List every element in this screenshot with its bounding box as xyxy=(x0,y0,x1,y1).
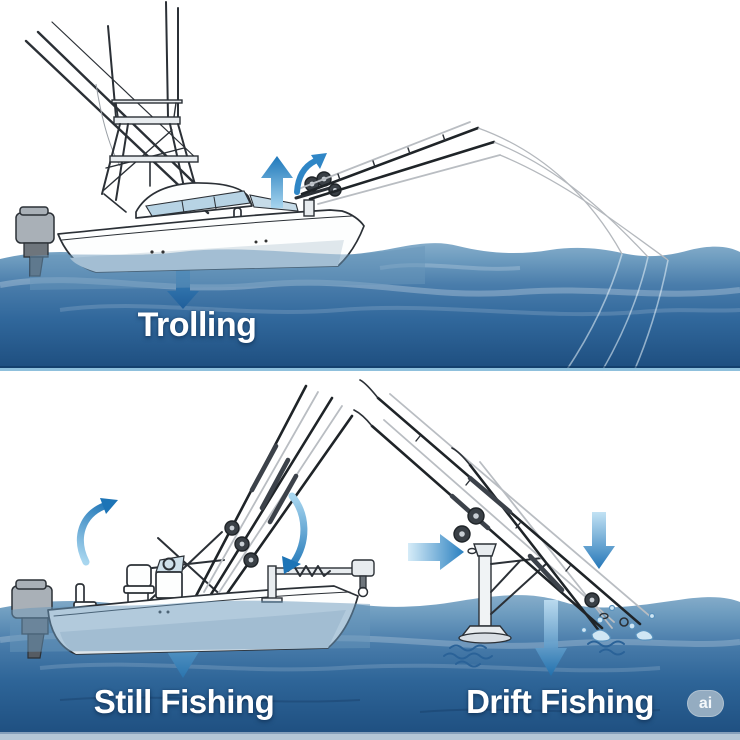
label-still-fishing: Still Fishing xyxy=(93,683,275,720)
trolling-rods xyxy=(295,121,501,205)
water-splashes xyxy=(443,604,656,668)
panel-divider-light xyxy=(0,368,740,371)
outboard-motor xyxy=(15,206,55,277)
right-arrow xyxy=(408,534,464,570)
curved-cw-arrow xyxy=(282,492,308,574)
bottom-panel xyxy=(0,379,740,740)
curved-up-right-arrow xyxy=(294,153,327,195)
rod-stand xyxy=(458,543,547,644)
waterline-overlay xyxy=(10,600,370,652)
curved-ccw-arrow xyxy=(76,498,118,566)
leaning-post-seat xyxy=(123,564,155,607)
trolling-boat xyxy=(15,1,669,277)
panel-divider-dark xyxy=(0,366,740,368)
still-fishing-rods xyxy=(194,384,354,600)
waterline-overlay xyxy=(30,246,425,290)
underwater-fishing-lines xyxy=(565,253,669,372)
label-trolling: Trolling xyxy=(137,306,257,344)
trolling-panel xyxy=(0,1,740,372)
water-shadow-wave xyxy=(59,696,661,713)
bow-trolling-motor xyxy=(261,559,375,603)
center-console xyxy=(155,555,185,599)
label-drift-fishing: Drift Fishing xyxy=(466,683,654,720)
ai-watermark-badge: ai xyxy=(687,690,724,717)
steering-wheel xyxy=(162,557,176,571)
up-arrow xyxy=(261,156,293,208)
bottom-edge-strip xyxy=(0,734,740,740)
drift-fishing-group xyxy=(353,379,656,676)
drift-rods xyxy=(353,379,653,634)
water-highlight-wave xyxy=(39,662,661,673)
fishing-lines xyxy=(477,127,669,261)
short-down-arrow xyxy=(583,512,615,569)
bottom-edge-line xyxy=(0,732,740,734)
long-down-arrow xyxy=(535,600,567,676)
